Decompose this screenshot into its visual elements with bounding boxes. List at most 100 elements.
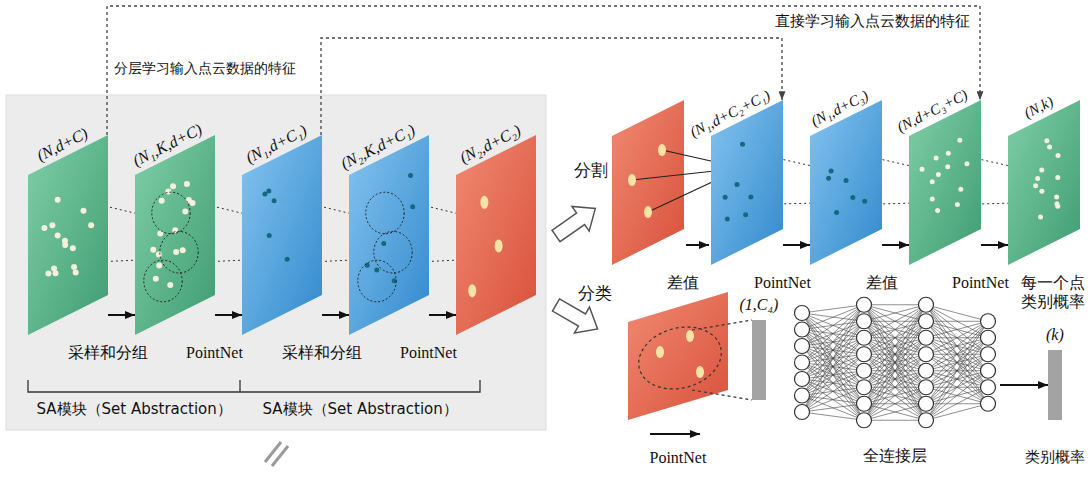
point-mark [1038, 215, 1043, 220]
neuron [857, 363, 872, 378]
neuron [919, 396, 934, 411]
point-mark [957, 138, 962, 143]
point-mark [272, 198, 277, 203]
point-mark [468, 284, 476, 297]
neuron [981, 396, 996, 411]
neuron [857, 347, 872, 362]
neuron [919, 413, 934, 428]
operation-label: 采样和分组 [68, 343, 148, 362]
point-mark [930, 179, 935, 184]
sa-panel [6, 95, 546, 430]
node-caption: 全连接层 [863, 446, 927, 465]
point-mark [1047, 144, 1052, 149]
annotation-label: 分类 [578, 283, 612, 303]
neuron [795, 372, 810, 387]
annotation-label: 分层学习输入点云数据的特征 [114, 60, 296, 77]
point-mark [156, 251, 162, 257]
neuron [981, 363, 996, 378]
point-mark [725, 217, 730, 222]
point-mark [1054, 201, 1059, 206]
point-mark [1035, 176, 1040, 181]
neuron [795, 322, 810, 337]
point-mark [743, 212, 748, 217]
fully-connected-net: 全连接层 [790, 295, 1000, 430]
point-mark [1033, 183, 1038, 188]
point-mark [150, 247, 156, 253]
point-mark [958, 187, 963, 192]
network-links [802, 305, 988, 421]
annotation-label: 类别概率 [1025, 448, 1085, 466]
neuron [981, 380, 996, 395]
neuron [795, 339, 810, 354]
neuron [981, 347, 996, 362]
feature-vector: (1,C₄) [752, 320, 766, 400]
point-mark [156, 262, 162, 268]
point-mark [964, 161, 969, 166]
point-mark [930, 197, 935, 202]
point-mark [267, 233, 272, 238]
point-mark [55, 232, 61, 238]
neuron [919, 297, 934, 312]
neuron [919, 363, 934, 378]
feature-vector: (k) [1048, 350, 1062, 420]
point-mark [920, 167, 925, 172]
flow-arrow [686, 244, 709, 246]
operation-label: PointNet [952, 273, 1009, 292]
point-mark [826, 176, 831, 181]
feature-plane: (N₁,d+C₂+C₁) [711, 100, 783, 265]
neuron [919, 380, 934, 395]
point-mark [850, 195, 855, 200]
point-mark [173, 249, 179, 255]
point-mark [45, 271, 51, 277]
feature-plane: (N,d+C) [28, 135, 108, 335]
point-mark [1039, 167, 1044, 172]
point-mark [408, 173, 413, 178]
point-mark [748, 194, 753, 199]
annotation-label: 直接学习输入点云数据的特征 [775, 12, 970, 30]
flow-arrow [322, 314, 349, 316]
point-mark [62, 238, 68, 244]
point-mark [829, 168, 834, 173]
point-mark [946, 151, 951, 156]
neuron [919, 314, 934, 329]
point-marks [628, 144, 666, 218]
flow-arrow [1000, 384, 1048, 386]
flow-arrow [981, 244, 1008, 246]
dimension-label: (1,C₄) [740, 295, 779, 314]
point-mark [1054, 194, 1059, 199]
annotation-label: SA模块（Set Abstraction） [263, 400, 458, 418]
feature-plane [612, 100, 684, 265]
flow-arrow [783, 244, 810, 246]
projection-line [692, 320, 752, 400]
neuron [795, 405, 810, 420]
module-bracket [28, 380, 480, 392]
dimension-label: (k) [1046, 325, 1064, 344]
point-mark [167, 282, 173, 288]
point-mark [184, 181, 190, 187]
hollow-arrow [547, 196, 604, 248]
point-mark [844, 178, 849, 183]
group-outline [374, 231, 412, 273]
point-mark [266, 189, 271, 194]
plane-shape [28, 135, 108, 335]
operation-label: PointNet [754, 273, 811, 292]
annotation-label: PointNet [650, 448, 707, 467]
point-mark [80, 208, 86, 214]
point-mark [740, 142, 745, 147]
neuron [981, 330, 996, 345]
point-mark [285, 257, 290, 262]
group-outline [144, 260, 182, 302]
point-mark [735, 182, 740, 187]
neuron [981, 314, 996, 329]
point-mark [955, 202, 960, 207]
point-mark [381, 241, 386, 246]
neuron [795, 388, 810, 403]
point-mark [495, 239, 503, 252]
point-mark [1039, 189, 1044, 194]
point-mark [70, 245, 76, 251]
point-mark [1044, 138, 1049, 143]
neuron [919, 330, 934, 345]
point-mark [71, 264, 77, 270]
flow-arrow [215, 314, 242, 316]
neuron [919, 347, 934, 362]
